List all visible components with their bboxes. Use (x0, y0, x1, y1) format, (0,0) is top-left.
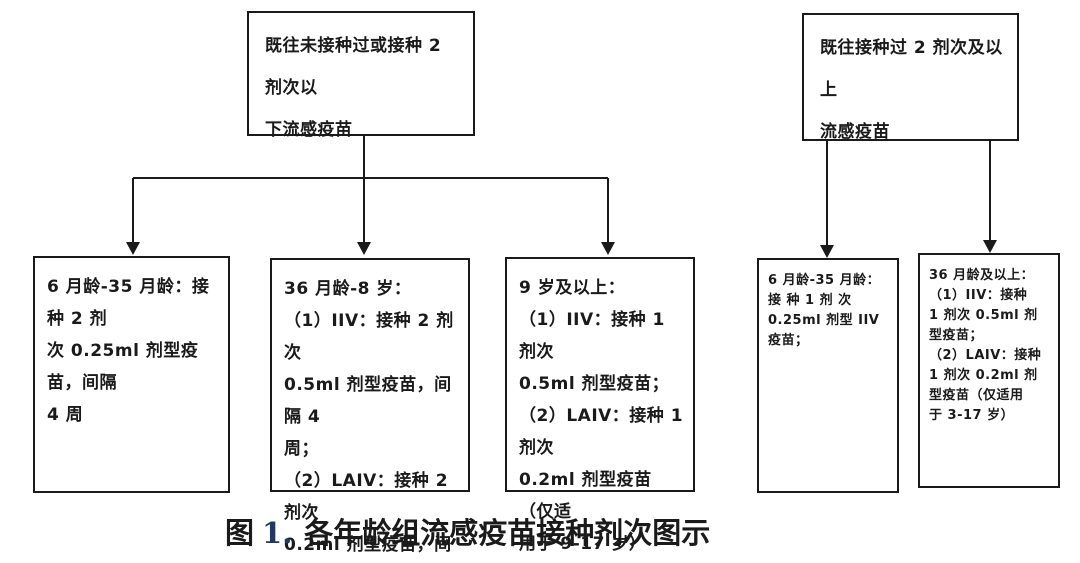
box-prior-2-or-more-doses: 既往接种过 2 剂次及以上 流感疫苗 (802, 13, 1019, 142)
arrowhead-box-6-35m (126, 242, 140, 255)
arrowhead-box-9y (601, 242, 615, 255)
box-6-35-months-2-doses: 6 月龄-35 月龄：接种 2 剂 次 0.25ml 剂型疫苗，间隔 4 周 (33, 256, 230, 493)
arrowhead-box-36m-above (983, 240, 997, 253)
box-9-years-and-above: 9 岁及以上： （1）IIV：接种 1 剂次 0.5ml 剂型疫苗； （2）LA… (505, 257, 695, 554)
box-prior-less-than-2-doses: 既往未接种过或接种 2 剂次以 下流感疫苗 (247, 11, 475, 140)
arrowhead-box-36m-8y (357, 242, 371, 255)
box-6-35-months-1-dose: 6 月龄-35 月龄： 接 种 1 剂 次 0.25ml 剂型 IIV 疫苗； (757, 258, 899, 493)
arrowhead-box-6-35m-1dose (820, 245, 834, 258)
box-36-months-and-above: 36 月龄及以上： （1）IIV：接种 1 剂次 0.5ml 剂 型疫苗； （2… (918, 253, 1060, 488)
caption-title: 各年龄组流感疫苗接种剂次图示 (304, 516, 711, 550)
caption-figure-label: 图 (225, 516, 255, 550)
caption-figure-number: 1. (262, 516, 293, 550)
box-36-months-8-years: 36 月龄-8 岁： （1）IIV：接种 2 剂次 0.5ml 剂型疫苗，间隔 … (270, 258, 470, 555)
